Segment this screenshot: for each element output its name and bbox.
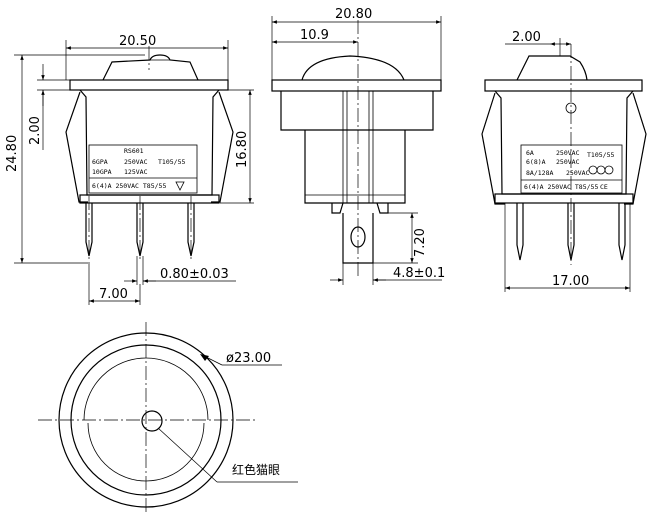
svg-text:6GPA: 6GPA xyxy=(92,158,108,166)
dim-pin-pitch: 7.00 xyxy=(99,287,128,302)
top-view: ø23.00 红色猫眼 xyxy=(38,322,298,512)
dim-left-offset: 2.00 xyxy=(28,116,43,145)
right-label-plate xyxy=(520,144,623,194)
pin-right xyxy=(187,203,195,257)
dim-terminal-width: 4.8±0.1 xyxy=(393,266,445,281)
right-pin-right xyxy=(618,203,626,261)
svg-text:6(8)A: 6(8)A xyxy=(526,158,546,166)
right-clip xyxy=(211,91,234,203)
dim-width-side: 20.80 xyxy=(335,7,372,22)
red-eye-label: 红色猫眼 xyxy=(232,462,280,477)
front-label-plate xyxy=(88,144,198,194)
ce-mark-icon: CE xyxy=(600,183,608,191)
side-upper-body xyxy=(280,91,434,131)
right-view: 6A 250VAC T105/55 6(8)A 250VAC 8A/128A 2… xyxy=(481,30,647,292)
pin-center xyxy=(136,203,144,257)
right-pin-left xyxy=(516,203,524,261)
svg-text:6(4)A 250VAC T85/55: 6(4)A 250VAC T85/55 xyxy=(92,182,166,190)
svg-text:6A: 6A xyxy=(526,149,534,157)
right-body xyxy=(494,90,634,195)
svg-text:6(4)A 250VAC T85/55: 6(4)A 250VAC T85/55 xyxy=(524,183,598,191)
pin-left xyxy=(85,203,93,257)
svg-text:250VAC: 250VAC xyxy=(556,158,580,166)
rocker-button xyxy=(102,54,199,81)
svg-text:250VAC: 250VAC xyxy=(124,158,148,166)
svg-text:8A/128A: 8A/128A xyxy=(526,169,553,177)
left-clip xyxy=(65,91,88,203)
red-eye-indicator xyxy=(141,410,163,432)
svg-text:125VAC: 125VAC xyxy=(124,168,148,176)
dim-pin-length: 7.20 xyxy=(413,228,428,257)
front-view: RS601 6GPA 250VAC T105/55 10GPA 125VAC 6… xyxy=(5,34,254,305)
svg-text:10GPA: 10GPA xyxy=(92,168,112,176)
front-bezel xyxy=(69,79,229,91)
front-body xyxy=(79,89,220,196)
dim-diameter: ø23.00 xyxy=(226,351,271,366)
cqc-mark-icon xyxy=(588,165,614,175)
side-bezel xyxy=(271,79,442,92)
dim-right-offset: 2.00 xyxy=(512,30,541,45)
side-lower-body xyxy=(304,130,406,204)
side-dome xyxy=(301,55,405,81)
svg-text:T105/55: T105/55 xyxy=(587,151,614,159)
dim-pin-thickness: 0.80±0.03 xyxy=(160,267,229,282)
svg-text:T105/55: T105/55 xyxy=(158,158,185,166)
dim-total-height: 24.80 xyxy=(5,135,20,172)
dim-pin-span: 17.00 xyxy=(552,274,589,289)
svg-text:250VAC: 250VAC xyxy=(566,169,590,177)
dim-body-height: 16.80 xyxy=(235,131,250,168)
front-model-text: RS601 xyxy=(124,147,144,155)
side-view: 20.80 10.9 7.20 4.8±0.1 xyxy=(271,7,445,285)
right-rocker xyxy=(516,55,588,81)
dim-side-step: 10.9 xyxy=(300,28,329,43)
right-bezel xyxy=(484,79,643,92)
svg-text:250VAC: 250VAC xyxy=(556,149,580,157)
dim-width-front: 20.50 xyxy=(119,34,156,49)
triangle-mark-icon xyxy=(175,181,185,191)
